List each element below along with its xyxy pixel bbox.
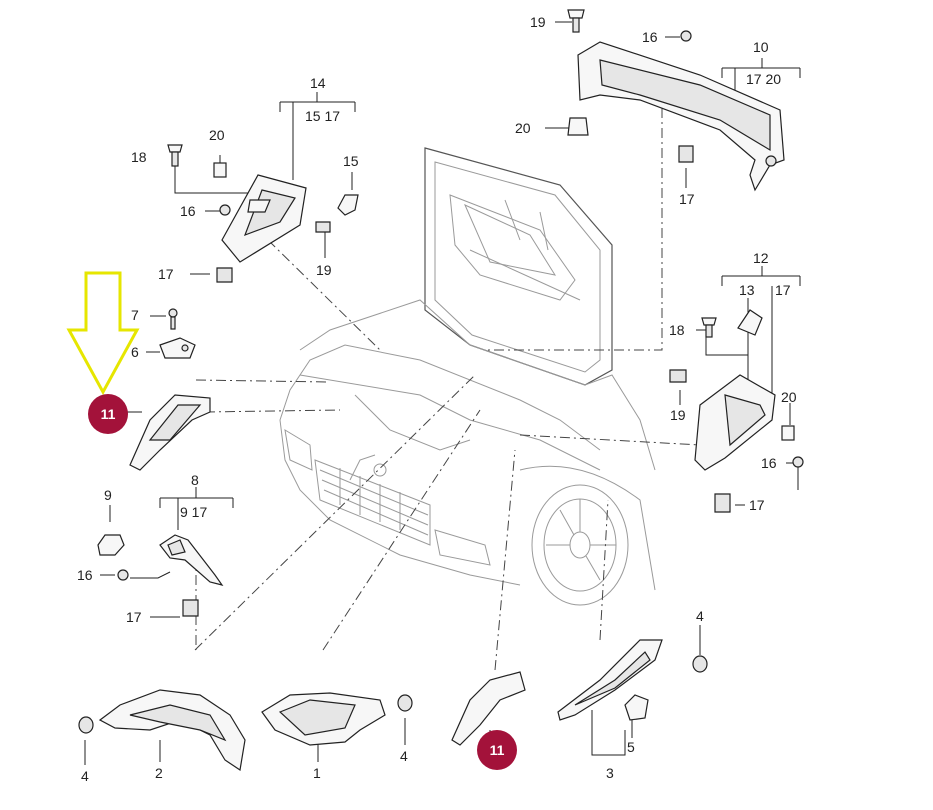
label-19-top: 19 [530, 14, 546, 30]
fastener-17-plug-right [714, 493, 731, 513]
label-20-right: 20 [781, 389, 797, 405]
label-17-top: 17 [679, 191, 695, 207]
label-19: 19 [316, 262, 332, 278]
label-18: 18 [131, 149, 147, 165]
svg-text:11: 11 [101, 406, 116, 422]
part-3-strip [557, 639, 663, 721]
label-1: 1 [313, 765, 321, 781]
label-7: 7 [131, 307, 139, 323]
label-9: 9 [104, 487, 112, 503]
label-19-right: 19 [670, 407, 686, 423]
label-12: 12 [753, 250, 769, 266]
highlight-arrow [66, 271, 140, 396]
label-18-right: 18 [669, 322, 685, 338]
label-4-b: 4 [400, 748, 408, 764]
part-8-bracket [159, 534, 224, 586]
part-10-trim [577, 41, 785, 192]
part-11-duct-bottom [451, 671, 526, 746]
label-4-a: 4 [81, 768, 89, 784]
fastener-19-screw-right [669, 369, 687, 383]
label-14: 14 [310, 75, 326, 91]
fastener-19-screw-top [567, 9, 585, 33]
label-16-top: 16 [642, 29, 658, 45]
label-17-20: 17 20 [746, 71, 781, 87]
label-12-17: 17 [775, 282, 791, 298]
fastener-20-clip-right [781, 425, 795, 441]
vehicle-outline [279, 147, 656, 606]
callout-lines [84, 21, 801, 765]
fastener-20-clip [213, 162, 227, 178]
part-15-cap [337, 194, 359, 216]
label-9-17: 9 17 [180, 504, 207, 520]
badge-11-bottom: 11 [477, 730, 517, 770]
leader-lines [194, 108, 701, 671]
fastener-16-nut [219, 204, 231, 216]
fastener-16-nut-right [792, 456, 804, 468]
fastener-17-plug-left [182, 599, 199, 617]
part-2-liner [98, 689, 246, 772]
fastener-17-plug-top [678, 145, 694, 163]
label-15: 15 [343, 153, 359, 169]
label-5: 5 [627, 739, 635, 755]
part-14-bracket [221, 174, 307, 263]
part-11-duct-left [129, 394, 211, 471]
part-13-cap [737, 309, 763, 336]
part-5-cap [624, 694, 649, 721]
part-6-bracket [159, 337, 196, 359]
fastener-17-plug [216, 267, 233, 283]
callout-labels: 14 15 17 20 18 15 16 19 17 19 16 10 17 2… [77, 14, 797, 784]
fastener-4-grommet-c [692, 655, 708, 673]
label-17-left: 17 [126, 609, 142, 625]
part-1-liner [261, 692, 386, 746]
fastener-18-screw-right [701, 317, 717, 338]
label-2: 2 [155, 765, 163, 781]
fastener-7-screw [168, 308, 178, 330]
fastener-4-grommet-b [397, 694, 413, 712]
fastener-16-nut-left [117, 569, 129, 581]
label-20-top: 20 [515, 120, 531, 136]
label-15-17: 15 17 [305, 108, 340, 124]
label-4-c: 4 [696, 608, 704, 624]
label-16-right: 16 [761, 455, 777, 471]
label-16-left: 16 [77, 567, 93, 583]
label-10: 10 [753, 39, 769, 55]
fastener-19-screw [315, 221, 331, 233]
badge-11-left: 11 [88, 394, 128, 434]
part-12-panel [694, 374, 776, 471]
fastener-4-grommet-a [78, 716, 94, 734]
fastener-18-screw [167, 144, 183, 167]
label-6: 6 [131, 344, 139, 360]
label-8: 8 [191, 472, 199, 488]
label-17-right: 17 [749, 497, 765, 513]
fastener-20-clip-top [567, 117, 589, 136]
label-17: 17 [158, 266, 174, 282]
label-16: 16 [180, 203, 196, 219]
label-13: 13 [739, 282, 755, 298]
svg-text:11: 11 [490, 742, 505, 758]
label-3: 3 [606, 765, 614, 781]
fastener-16-nut-top [680, 30, 692, 42]
part-9-cap [97, 534, 125, 556]
label-20: 20 [209, 127, 225, 143]
